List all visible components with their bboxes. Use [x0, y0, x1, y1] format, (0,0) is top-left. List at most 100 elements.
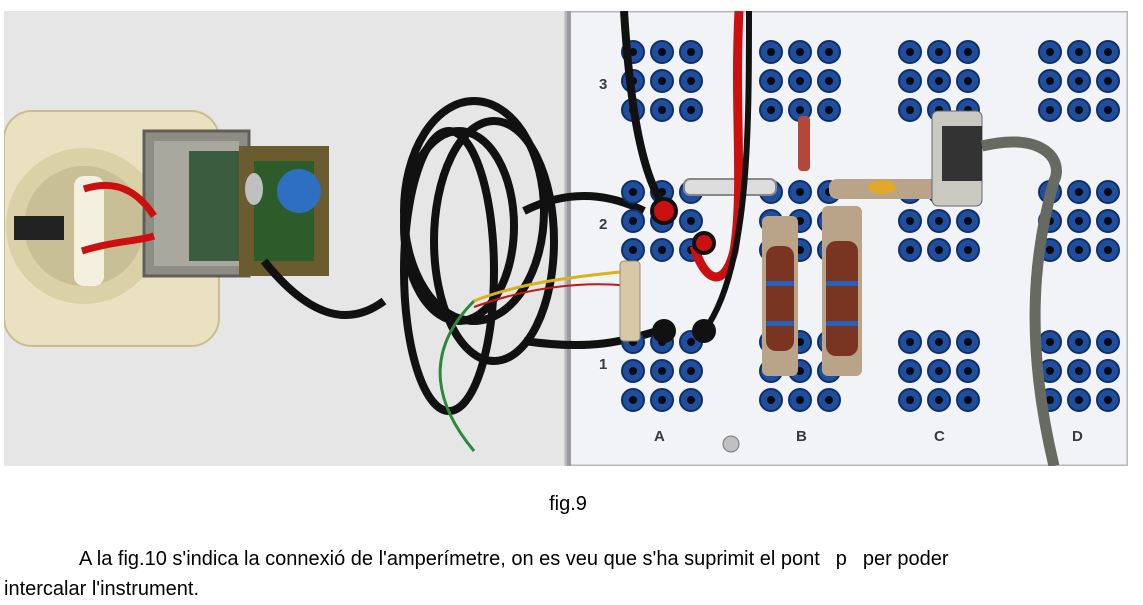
terminal-hole: [1075, 367, 1083, 375]
header-connector: [619, 260, 641, 342]
paragraph-line-1-end: per poder: [862, 548, 949, 570]
paragraph-line-1-text: A la fig.10 s'indica la connexió de l'am…: [79, 548, 820, 570]
terminal-hole: [796, 396, 804, 404]
body-paragraph: A la fig.10 s'indica la connexió de l'am…: [4, 544, 1136, 604]
terminal-hole: [1104, 367, 1112, 375]
board-screw: [722, 435, 740, 453]
terminal-hole: [825, 106, 833, 114]
terminal-hole: [687, 396, 695, 404]
terminal-hole: [687, 106, 695, 114]
terminal-hole: [964, 338, 972, 346]
terminal-hole: [1104, 396, 1112, 404]
terminal-hole: [935, 396, 943, 404]
terminal-hole: [935, 77, 943, 85]
terminal-hole: [1046, 396, 1054, 404]
terminal-hole: [687, 338, 695, 346]
paragraph-line-2: intercalar l'instrument.: [4, 578, 199, 600]
terminal-hole: [1075, 77, 1083, 85]
terminal-hole: [935, 246, 943, 254]
terminal-hole: [796, 106, 804, 114]
terminal-hole: [629, 367, 637, 375]
terminal-hole: [906, 106, 914, 114]
terminal-hole: [629, 246, 637, 254]
grey-jack-cable: [980, 136, 1062, 466]
column-label-a: A: [654, 428, 665, 445]
terminal-hole: [906, 367, 914, 375]
column-label-b: B: [796, 428, 807, 445]
terminal-hole: [906, 217, 914, 225]
terminal-hole: [1046, 48, 1054, 56]
terminal-hole: [1104, 246, 1112, 254]
terminal-hole: [629, 396, 637, 404]
row-label-3: 3: [599, 76, 607, 93]
terminal-hole: [906, 396, 914, 404]
black-side-wire: [701, 11, 752, 333]
resistor-large-right: [822, 206, 862, 376]
terminal-hole: [1075, 188, 1083, 196]
terminal-hole: [658, 106, 666, 114]
terminal-hole: [1104, 48, 1112, 56]
paragraph-line-1: A la fig.10 s'indica la connexió de l'am…: [4, 544, 1136, 574]
terminal-hole: [796, 188, 804, 196]
terminal-hole: [1075, 246, 1083, 254]
terminal-hole: [906, 77, 914, 85]
terminal-hole: [767, 396, 775, 404]
terminal-hole: [935, 367, 943, 375]
terminal-hole: [964, 48, 972, 56]
terminal-hole: [1046, 367, 1054, 375]
circuit-board-photo: 3 2 1 A B C D: [4, 11, 1128, 466]
terminal-hole: [1046, 246, 1054, 254]
terminal-hole: [964, 77, 972, 85]
terminal-hole: [796, 48, 804, 56]
red-thin-wire: [473, 283, 630, 308]
row-label-1: 1: [599, 356, 607, 373]
terminal-hole: [796, 77, 804, 85]
terminal-hole: [825, 396, 833, 404]
capacitor: [868, 180, 896, 194]
terminal-hole: [1104, 188, 1112, 196]
terminal-hole: [1104, 338, 1112, 346]
figure-caption: fig.9: [549, 493, 587, 515]
terminal-hole: [825, 77, 833, 85]
terminal-hole: [1046, 106, 1054, 114]
yellow-wire: [473, 269, 630, 303]
terminal-hole: [964, 396, 972, 404]
red-plug: [650, 197, 678, 225]
terminal-hole: [1046, 77, 1054, 85]
terminal-hole: [1075, 338, 1083, 346]
terminal-hole: [906, 48, 914, 56]
transformer: [142, 129, 329, 278]
terminal-hole: [906, 338, 914, 346]
terminal-hole: [906, 246, 914, 254]
terminal-hole: [964, 367, 972, 375]
small-resistor: [798, 116, 810, 171]
red-plug-2: [692, 231, 716, 255]
terminal-hole: [629, 217, 637, 225]
terminal-hole: [1075, 106, 1083, 114]
terminal-hole: [1104, 217, 1112, 225]
bridge-plate: [683, 178, 777, 196]
black-main-wire: [620, 11, 668, 209]
audio-jack-connector: [931, 110, 983, 207]
row-label-2: 2: [599, 216, 607, 233]
terminal-hole: [1075, 217, 1083, 225]
terminal-hole: [935, 338, 943, 346]
black-plug-b: [692, 319, 716, 343]
terminal-hole: [964, 217, 972, 225]
terminal-hole: [687, 48, 695, 56]
terminal-hole: [825, 48, 833, 56]
terminal-hole: [658, 48, 666, 56]
terminal-hole: [1075, 48, 1083, 56]
terminal-hole: [767, 77, 775, 85]
bridge-symbol: p: [835, 548, 847, 570]
terminal-hole: [658, 77, 666, 85]
terminal-hole: [629, 188, 637, 196]
terminal-hole: [964, 246, 972, 254]
terminal-hole: [767, 106, 775, 114]
black-coiled-cable: [260, 97, 666, 415]
terminal-hole: [687, 367, 695, 375]
terminal-hole: [935, 48, 943, 56]
column-label-c: C: [934, 428, 945, 445]
outlet-red-wire: [80, 181, 157, 255]
resistor-large-left: [762, 216, 798, 376]
